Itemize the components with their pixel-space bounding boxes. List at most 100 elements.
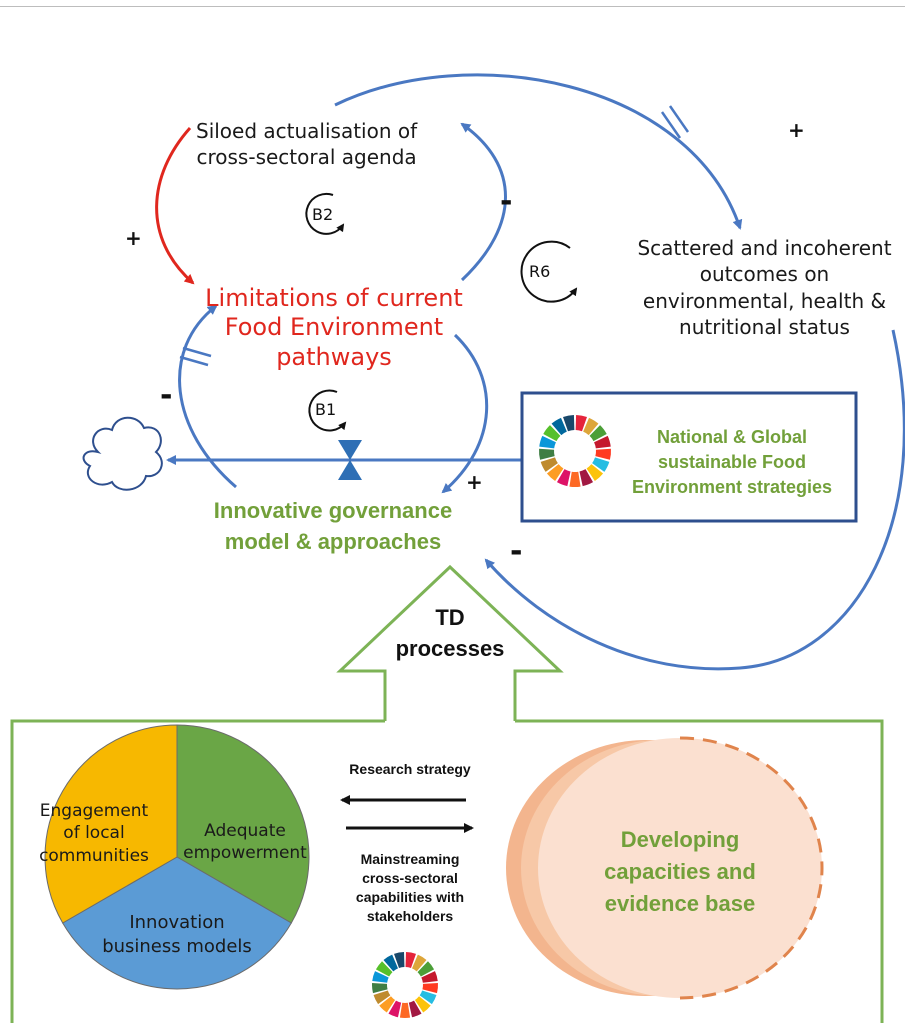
node-national-line-3: Environment strategies [631,477,833,498]
pie-label-empowerment: Adequate empowerment [180,820,310,865]
sdg-wheel-segment [373,990,391,1005]
arc-siloed-to-limitations [155,127,195,285]
node-innovative: Innovative governance model & approaches [193,496,473,558]
sign-plus-top-right: + [788,118,805,142]
sign-minus-right: - [510,534,523,569]
node-limitations-line-2: Food Environment [224,313,444,342]
pie-label-innovation: Innovation business models [82,911,272,959]
sdg-wheel-segment [539,448,555,460]
arc-siloed-to-scattered [334,73,743,230]
node-siloed-line-1: Siloed actualisation of [196,119,418,143]
sdg-wheel-segment [539,435,556,449]
sdg-wheel-segment [575,415,587,432]
arrow-label-research: Research strategy [349,761,471,777]
sign-plus-center: + [466,470,483,494]
sdg-wheel-icon [539,415,611,487]
node-scattered: Scattered and incoherent outcomes on env… [624,235,905,341]
sdg-wheel-segment [379,996,396,1013]
pie-empowerment-line-1: Adequate [204,821,286,841]
sign-plus-left: + [125,226,142,250]
node-limitations-line-1: Limitations of current [205,284,463,312]
arc-innovative-to-limitations [178,304,237,489]
sdg-wheel-segment [583,417,599,436]
pie-slice-innovation [62,856,292,990]
arc-limitations-to-innovative [441,333,489,494]
node-innovative-line-2: model & approaches [224,528,442,554]
green-frame [10,719,884,1023]
sdg-wheel-segment [586,464,604,482]
sdg-wheel-segment [408,1000,422,1018]
sdg-wheel-segment [551,417,567,436]
node-scattered-line-1: Scattered and incoherent [637,236,892,260]
pie-slice-empowerment [176,724,310,924]
sdg-wheel-segment [569,471,581,487]
sdg-wheel-segment [412,954,427,972]
td-line-2: processes [395,635,505,661]
node-national: National & Global sustainable Food Envir… [610,425,854,501]
delay-mark-left-2 [182,346,212,358]
sdg-wheel-segment [540,457,558,472]
node-limitations: Limitations of current Food Environment … [192,284,476,372]
capacity-label: Developing capacities and evidence base [590,824,770,920]
valve-icon [338,440,362,480]
capacity-ellipses [506,736,824,1000]
pie-innovation-line-2: business models [102,935,252,957]
sdg-wheel-segment [546,464,564,482]
delay-mark-top-2 [668,105,690,133]
sdg-wheel-segment [543,425,561,442]
cloud-icon [82,416,163,491]
arc-scattered-to-innovative [484,329,905,671]
delay-mark-top [660,111,682,139]
sign-minus-left: - [160,378,173,413]
capacity-line-2: capacities and [604,858,756,884]
sdg-wheel-icon [372,952,438,1018]
sdg-wheel-segment [422,982,438,994]
national-strategies-box [520,391,858,523]
mainstreaming-line-2: cross-sectoral [362,869,458,886]
pie-slice-engagement [44,724,178,924]
delay-mark-left [179,355,209,367]
pie-engagement-line-1: Engagement [39,801,149,821]
sdg-wheel-segment [375,961,393,977]
node-national-line-2: sustainable Food [657,452,807,473]
sign-minus-upper: - [500,184,513,219]
capacity-line-1: Developing [620,827,740,852]
node-siloed-line-2: cross-sectoral agenda [196,145,417,170]
sdg-wheel-segment [388,1000,402,1018]
node-innovative-line-1: Innovative governance [213,498,453,523]
sdg-wheel-segment [563,415,575,432]
loop-b2-icon: B2 [305,192,345,235]
td-label: TD processes [390,603,510,665]
sdg-wheel-segment [595,448,611,460]
loop-r6-label: R6 [529,262,550,281]
arc-limitations-to-siloed [460,122,507,282]
sdg-wheel-segment [414,996,431,1013]
sdg-wheel-segment [372,982,388,994]
sdg-wheel-segment [372,971,389,983]
loop-b1-label: B1 [315,400,336,419]
node-national-line-1: National & Global [656,427,807,447]
sdg-wheel-segment [419,990,437,1005]
sdg-wheel-segment [399,1002,411,1018]
sdg-wheel-segment [579,469,594,487]
sdg-wheel-segment [405,952,416,969]
pie-engagement-line-2: of local [63,823,125,844]
node-scattered-line-4: nutritional status [679,315,850,340]
mainstreaming-line-3: capabilities with [355,888,465,905]
mainstreaming-line-1: Mainstreaming [360,851,460,867]
loop-r6-icon: R6 [520,240,578,303]
pie-label-engagement: Engagement of local communities [38,800,150,867]
pie-empowerment-line-2: empowerment [183,843,307,864]
top-rule [0,6,905,7]
td-line-1: TD [435,605,465,630]
loop-b1-icon: B1 [308,389,347,432]
node-siloed: Siloed actualisation of cross-sectoral a… [196,118,417,171]
pie-engagement-line-3: communities [39,845,149,866]
capacity-line-3: evidence base [604,890,756,916]
node-scattered-line-2: outcomes on [699,262,830,287]
sdg-wheel-segment [592,457,610,472]
arrow-label-mainstreaming: Mainstreaming cross-sectoral capabilitie… [330,850,490,926]
td-up-arrow [336,564,564,721]
node-scattered-line-3: environmental, health & [642,288,887,313]
